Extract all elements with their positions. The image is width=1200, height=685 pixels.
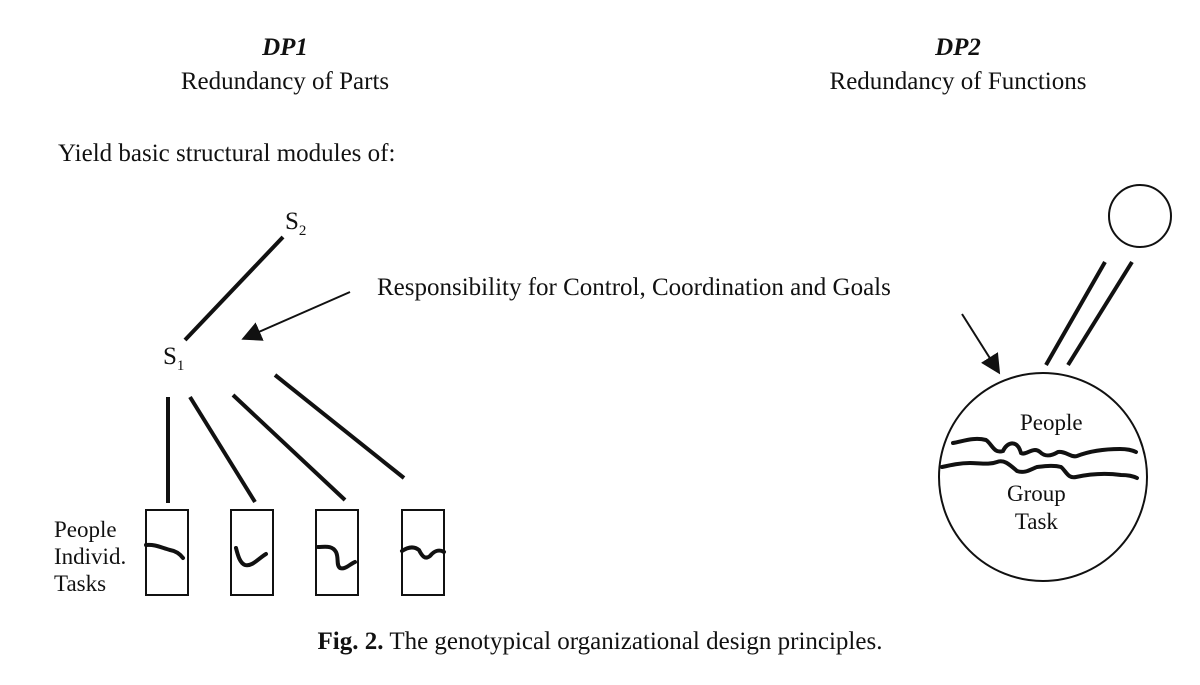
group-task-label: Group Task: [1007, 481, 1066, 534]
responsibility-arrow-right: [961, 313, 1001, 375]
responsibility-label: Responsibility for Control, Coordination…: [377, 274, 891, 301]
task-squiggle-1: [144, 542, 185, 560]
s1-link-4: [273, 373, 406, 480]
task-box-1: [145, 509, 189, 596]
intro-text: Yield basic structural modules of:: [58, 140, 396, 167]
group-squiggle-1: [951, 436, 1138, 459]
group-people-label: People: [1020, 410, 1083, 435]
people-individual-tasks-label: People Individ. Tasks: [54, 517, 127, 596]
responsibility-arrow-left: [241, 291, 351, 341]
figure-number: Fig. 2.: [317, 628, 384, 655]
task-squiggle-3: [316, 544, 357, 571]
dp1-subtitle: Redundancy of Parts: [180, 68, 390, 95]
dp2-subtitle: Redundancy of Functions: [829, 68, 1087, 95]
s2-label: S2: [285, 208, 307, 239]
s2-s1-link: [183, 235, 285, 342]
task-squiggle-2: [234, 546, 268, 568]
figure-caption: Fig. 2. The genotypical organizational d…: [0, 628, 1200, 656]
dp2-title: DP2: [935, 34, 981, 61]
figure-caption-text: The genotypical organizational design pr…: [389, 628, 883, 655]
top-circle: [1108, 184, 1172, 248]
task-box-2: [230, 509, 274, 596]
double-link-1: [1044, 261, 1107, 366]
group-squiggle-2: [940, 459, 1139, 480]
s1-label: S1: [163, 343, 185, 374]
double-link-2: [1066, 260, 1134, 367]
dp1-title: DP1: [262, 34, 308, 61]
task-squiggle-4: [400, 545, 446, 560]
task-box-3: [315, 509, 359, 596]
group-circle: [938, 372, 1148, 582]
s1-link-3: [231, 393, 347, 502]
s1-link-2: [188, 395, 257, 504]
